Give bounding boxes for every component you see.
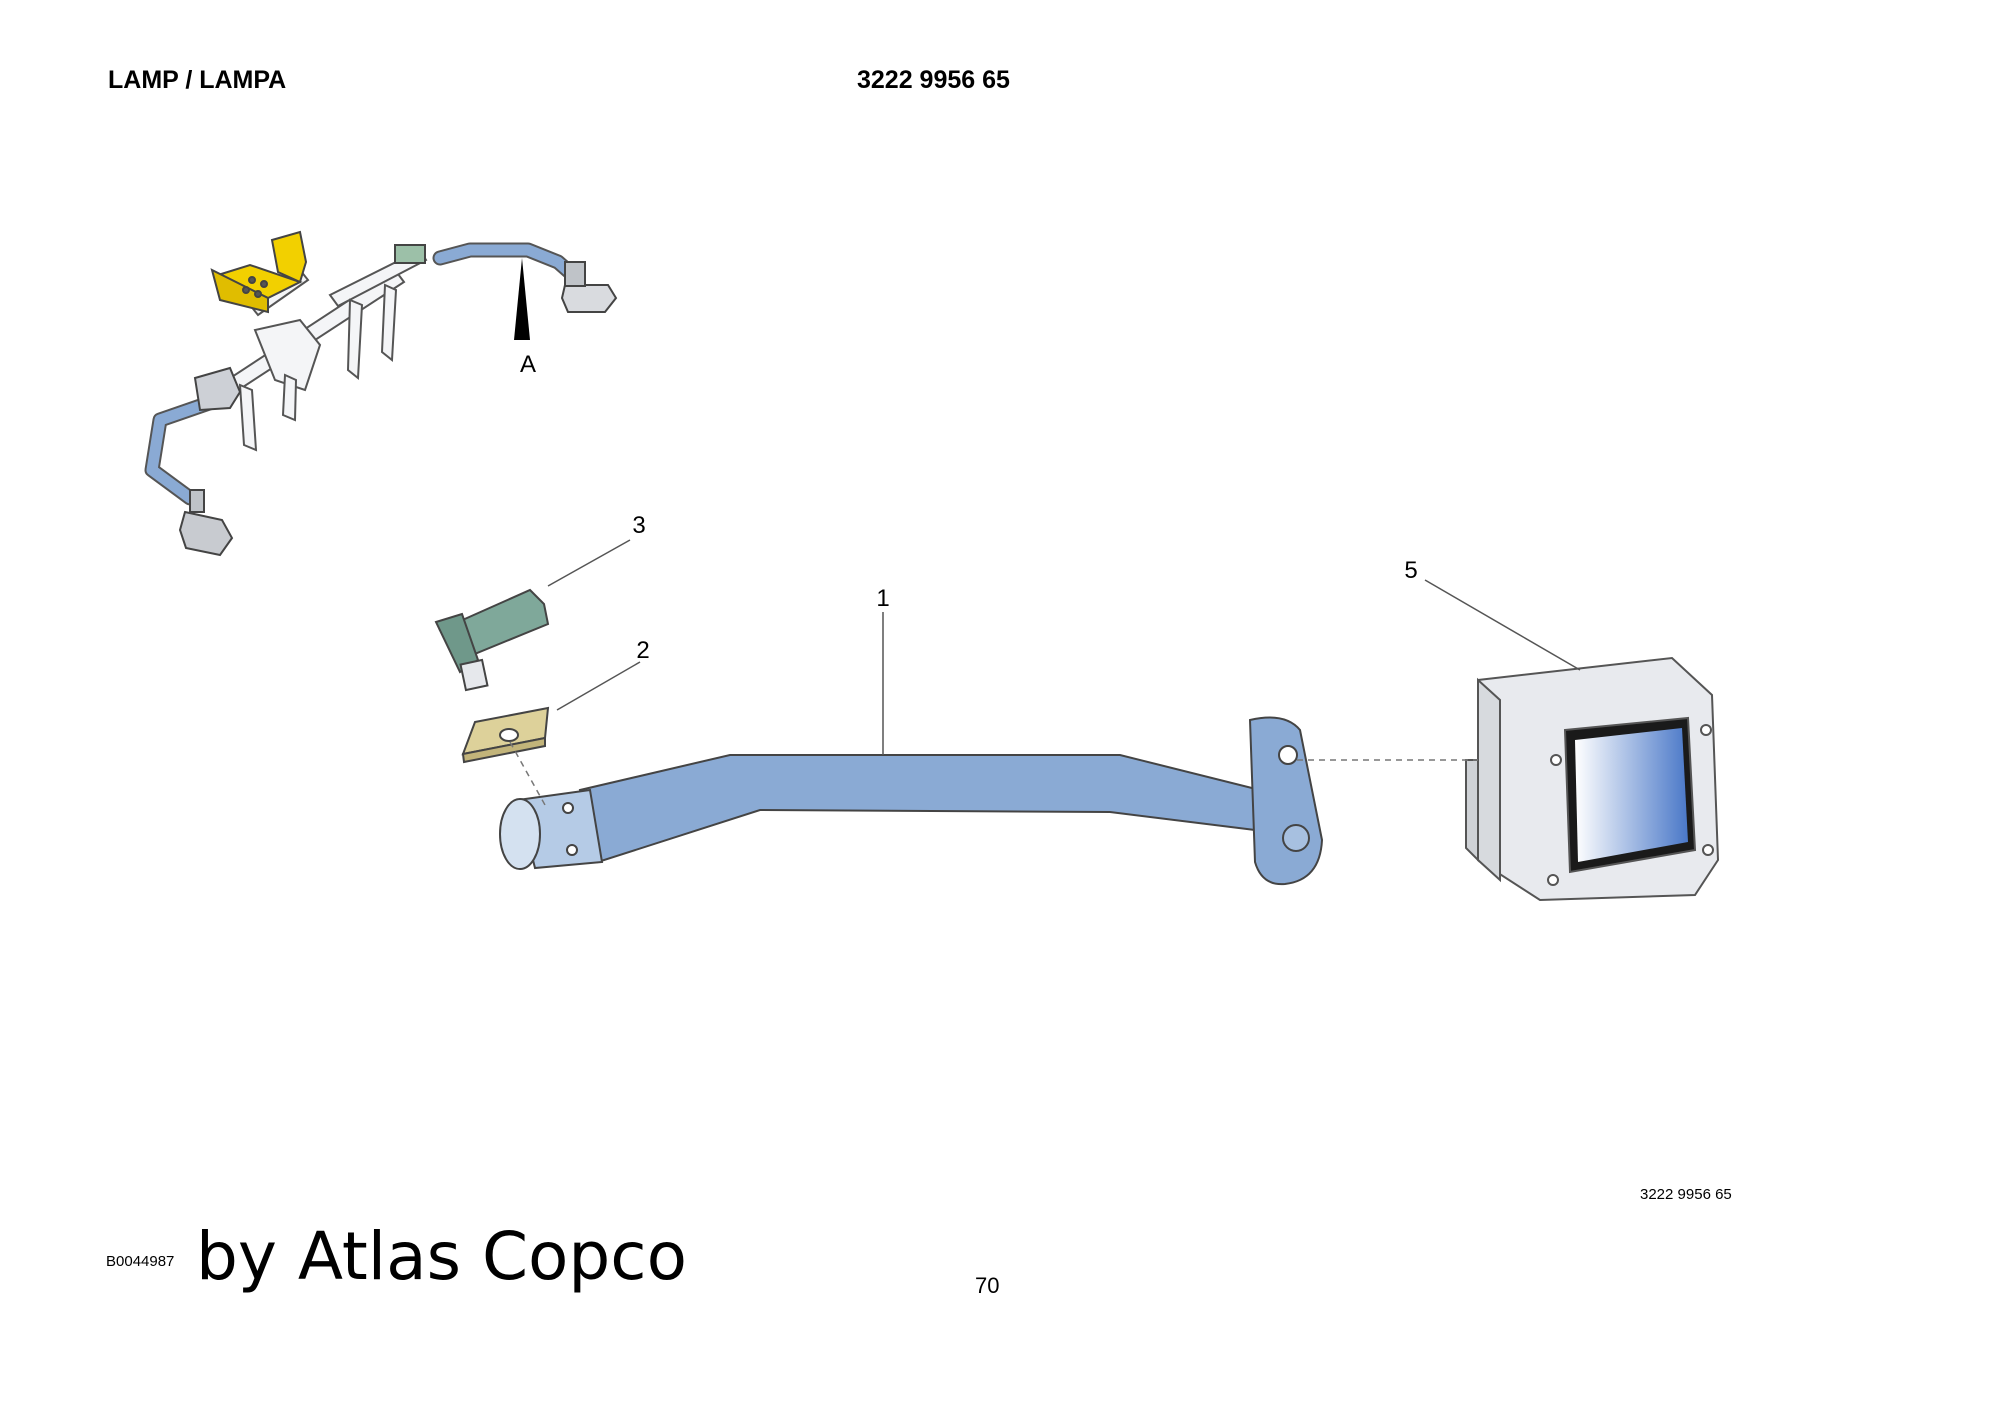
footer-part-number: 3222 9956 65 [1640, 1186, 1732, 1203]
overview-blue-tubes [144, 242, 582, 506]
footer-reference: B0044987 [106, 1253, 175, 1270]
overview-clamp-hub [193, 244, 426, 412]
view-label: A [520, 351, 536, 378]
leader-lines [547, 539, 1581, 755]
part-1-tube [499, 716, 1324, 886]
part-3-knob [434, 588, 550, 692]
page-number: 70 [975, 1273, 1000, 1298]
callout-3: 3 [632, 512, 645, 539]
overview-lamp-right [560, 261, 618, 313]
overview-yellow-bracket [210, 230, 308, 314]
part-2-nut [461, 706, 550, 764]
overview-frame [210, 248, 428, 452]
page-title: LAMP / LAMPA [108, 66, 287, 94]
assembly-dashed-lines [509, 741, 1478, 806]
view-arrow [514, 258, 530, 340]
callout-5: 5 [1404, 557, 1417, 584]
footer-brand: by Atlas Copco [196, 1218, 687, 1295]
overview-assembly: A [144, 230, 618, 557]
overview-lamp-left [178, 489, 234, 557]
header-part-number: 3222 9956 65 [857, 66, 1010, 94]
callout-2: 2 [636, 637, 649, 664]
callout-1: 1 [876, 585, 889, 612]
part-5-lamp [1465, 656, 1720, 902]
